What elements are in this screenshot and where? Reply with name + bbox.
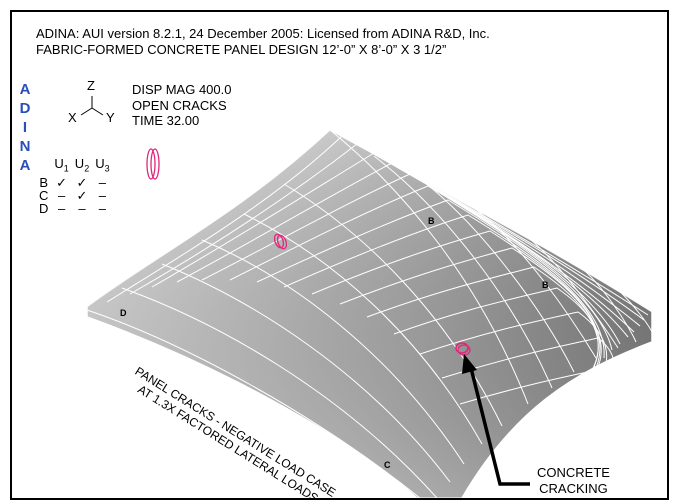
callout-line-2: CRACKING xyxy=(539,481,608,496)
disp-mag-text: DISP MAG 400.0 xyxy=(132,82,232,97)
mesh-cross-lines xyxy=(86,129,653,498)
column-header: U2 xyxy=(74,156,90,174)
axis-z-label: Z xyxy=(87,78,95,93)
adina-logo: A D I N A xyxy=(18,80,32,175)
axis-y-label: Y xyxy=(106,110,115,125)
plot-info: DISP MAG 400.0 OPEN CRACKS TIME 32.00 xyxy=(132,82,231,129)
callout-arrow xyxy=(462,354,530,486)
logo-letter: D xyxy=(19,100,31,117)
axis-triad-icon xyxy=(80,96,104,116)
callout-line-1: CONCRETE xyxy=(537,465,610,480)
open-cracks-text: OPEN CRACKS xyxy=(132,97,227,113)
boundary-fixity-table: U1 U2 U3 B ✓ ✓ – C – ✓ – D – – – xyxy=(36,156,113,216)
logo-letter: N xyxy=(19,138,31,155)
mesh-long-lines xyxy=(106,135,649,471)
time-text: TIME 32.00 xyxy=(132,113,200,128)
header-model-title: FABRIC-FORMED CONCRETE PANEL DESIGN 12’-… xyxy=(36,42,447,57)
plot-frame: ADINA: AUI version 8.2.1, 24 December 20… xyxy=(10,10,669,500)
panel-scene xyxy=(80,96,653,498)
axis-x-label: X xyxy=(68,110,77,125)
logo-letter: I xyxy=(22,119,28,136)
fixity-row: C – ✓ – xyxy=(39,187,107,203)
node-label-d: D xyxy=(120,308,127,318)
panel-shading xyxy=(87,130,652,498)
fixity-row: D – – – xyxy=(39,200,107,216)
node-label-b: B xyxy=(542,280,549,290)
node-label-b: B xyxy=(428,216,435,226)
logo-letter: A xyxy=(19,157,31,174)
panel-edge xyxy=(461,312,653,498)
column-header: U3 xyxy=(95,156,110,174)
fixity-row: B ✓ ✓ – xyxy=(39,174,107,190)
concrete-cracking-label: CONCRETE CRACKING xyxy=(537,465,610,497)
column-header: U1 xyxy=(54,156,69,174)
legend-crack-icon xyxy=(146,148,160,180)
logo-letter: A xyxy=(19,81,31,98)
node-label-c: C xyxy=(384,460,391,470)
header-license-text: ADINA: AUI version 8.2.1, 24 December 20… xyxy=(36,26,490,41)
panel-edge-front xyxy=(86,307,418,498)
crack-marker-1 xyxy=(273,233,288,250)
